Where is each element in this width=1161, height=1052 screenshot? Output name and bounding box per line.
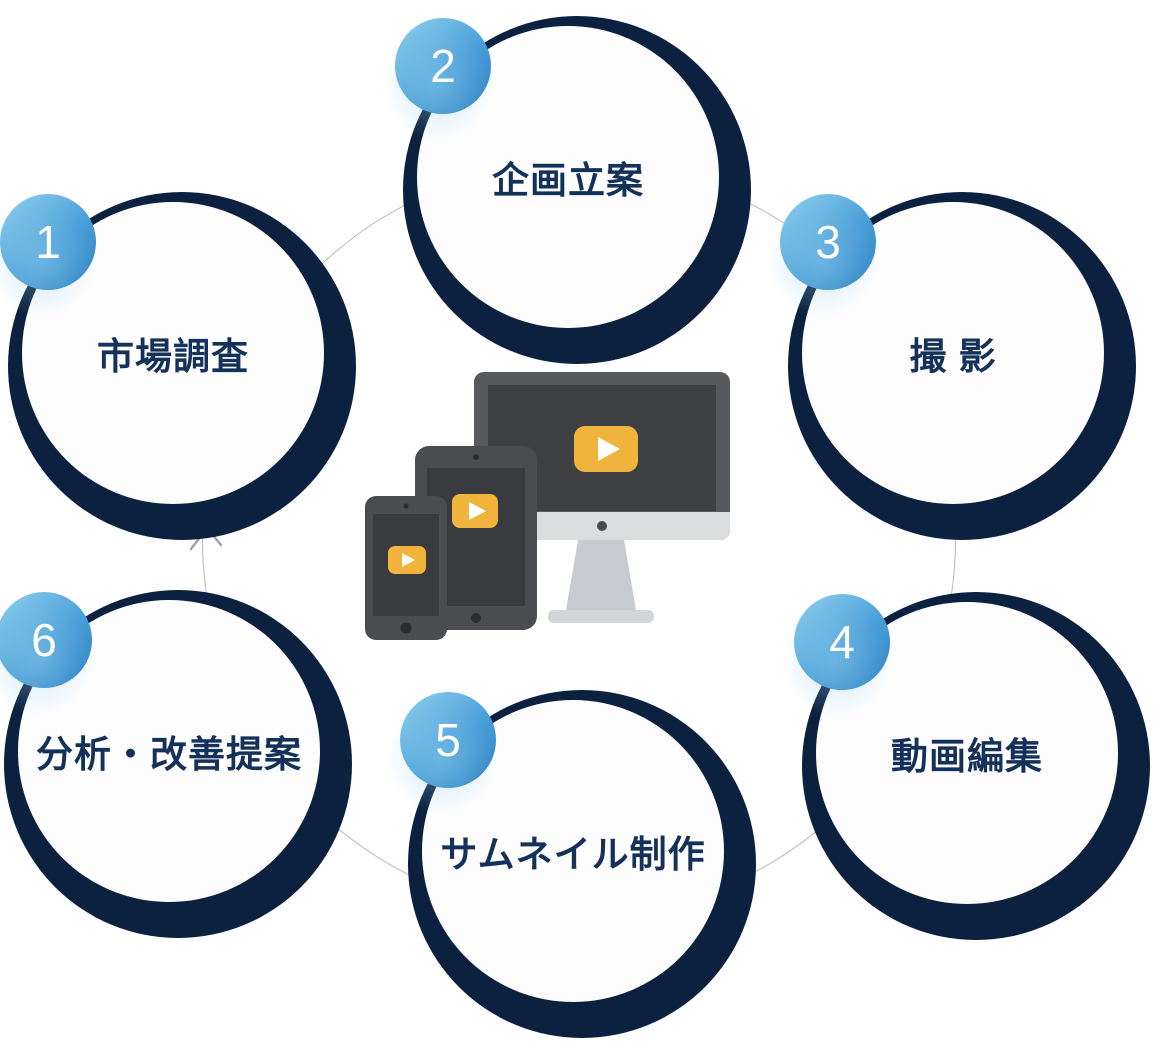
step-circle-analysis-improvement: 分析・改善提案 6 xyxy=(0,590,352,938)
monitor-icon xyxy=(474,372,730,623)
step-circle-thumbnail-production: サムネイル制作 5 xyxy=(386,690,756,1038)
play-icon xyxy=(388,546,426,574)
step-circle-filming: 撮 影 3 xyxy=(766,192,1136,540)
step-inner-circle: サムネイル制作 xyxy=(422,700,724,1002)
phone-home-button xyxy=(400,622,412,634)
step-label: 市場調査 xyxy=(97,336,249,377)
step-label: 撮 影 xyxy=(909,336,997,377)
step-circle-market-research: 市場調査 1 xyxy=(0,192,356,540)
step-number-badge: 3 xyxy=(766,194,878,318)
step-circle-planning: 企画立案 2 xyxy=(381,16,751,364)
smartphone-icon xyxy=(365,496,447,640)
step-label: 分析・改善提案 xyxy=(36,734,302,775)
step-number-badge: 6 xyxy=(0,592,94,716)
play-icon xyxy=(452,494,498,528)
step-number-badge: 2 xyxy=(381,18,493,142)
play-icon xyxy=(574,426,638,472)
step-label: 企画立案 xyxy=(492,160,644,201)
monitor-camera-dot xyxy=(597,521,607,531)
monitor-stand xyxy=(566,540,636,610)
monitor-base xyxy=(548,610,654,623)
tablet-home-button xyxy=(471,613,481,623)
step-label: 動画編集 xyxy=(891,736,1043,777)
step-label: サムネイル制作 xyxy=(440,834,706,875)
phone-camera-dot xyxy=(403,503,409,509)
tablet-camera-dot xyxy=(473,454,479,460)
step-number-badge: 5 xyxy=(386,692,498,816)
devices-illustration xyxy=(365,372,730,640)
step-number-badge: 4 xyxy=(780,594,892,718)
step-number-badge: 1 xyxy=(0,194,98,318)
step-circle-video-editing: 動画編集 4 xyxy=(780,592,1150,940)
